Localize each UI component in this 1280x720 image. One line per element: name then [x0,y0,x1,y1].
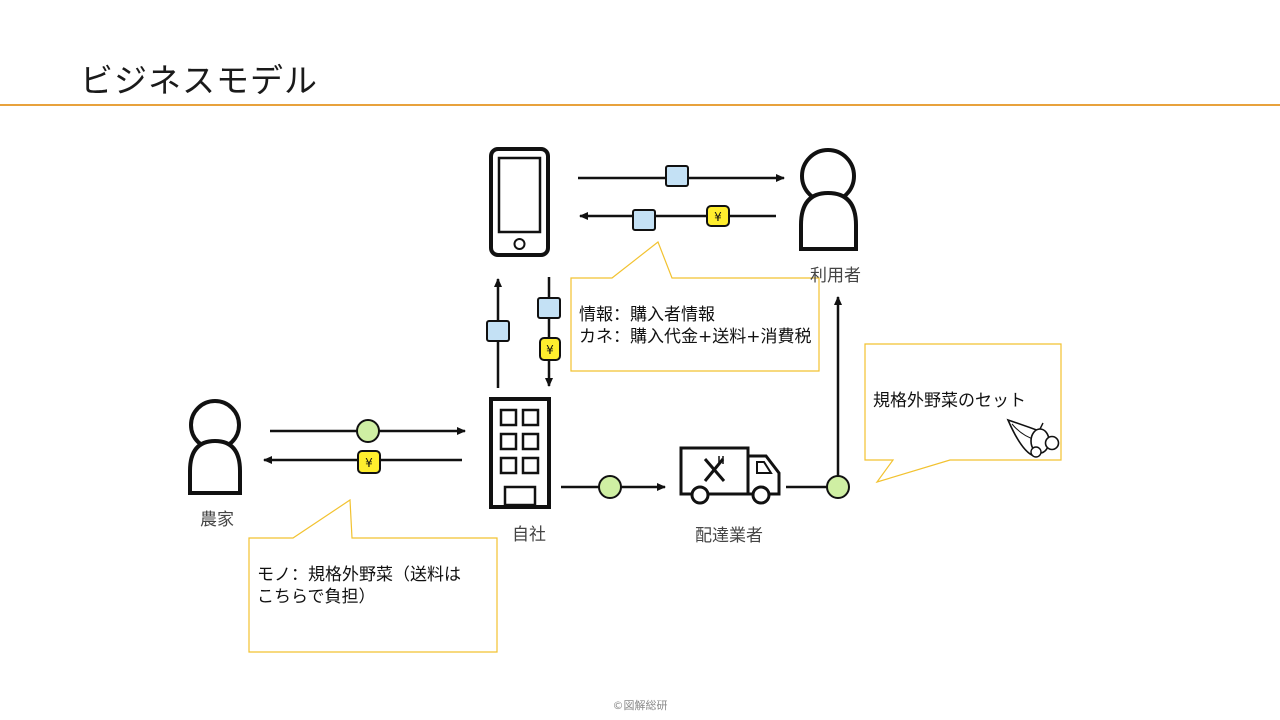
goods-note: モノ：規格外野菜（送料は こちらで負担） [257,565,461,607]
smartphone-icon [489,147,550,257]
money-marker-label: ¥ [365,456,373,470]
flow-delivery-to-user [786,296,850,499]
callout-info-money [570,241,820,372]
flow-company-to-delivery [561,475,666,499]
delivery-truck-icon [679,446,781,505]
flow-company-to-phone [486,278,510,388]
vegetable-set-note: 規格外野菜のセット [873,391,1026,411]
building-icon [489,397,551,509]
flow-company-to-farmer: ¥ [263,450,462,474]
callout-goods [248,498,498,653]
cornucopia-vegetables-icon [1006,418,1060,458]
user-person-icon [799,148,858,251]
farmer-person-icon [188,399,242,495]
flow-farmer-to-company [270,419,466,443]
footer-credit: ©図解総研 [612,699,668,712]
title-divider [0,104,1280,106]
company-label: 自社 [512,525,546,545]
callout-vegetable-set [864,343,1062,484]
flow-user-to-phone: ¥ [579,205,776,231]
money-marker-label: ¥ [714,210,722,224]
flow-phone-to-user [578,165,785,187]
delivery-label: 配達業者 [695,526,763,546]
flow-phone-to-company: ¥ [537,277,561,387]
money-marker-label: ¥ [546,343,554,357]
info-money-note: 情報：購入者情報 カネ：購入代金+送料+消費税 [579,305,812,347]
page-title: ビジネスモデル [80,61,318,100]
user-label: 利用者 [810,266,861,286]
farmer-label: 農家 [200,510,234,530]
